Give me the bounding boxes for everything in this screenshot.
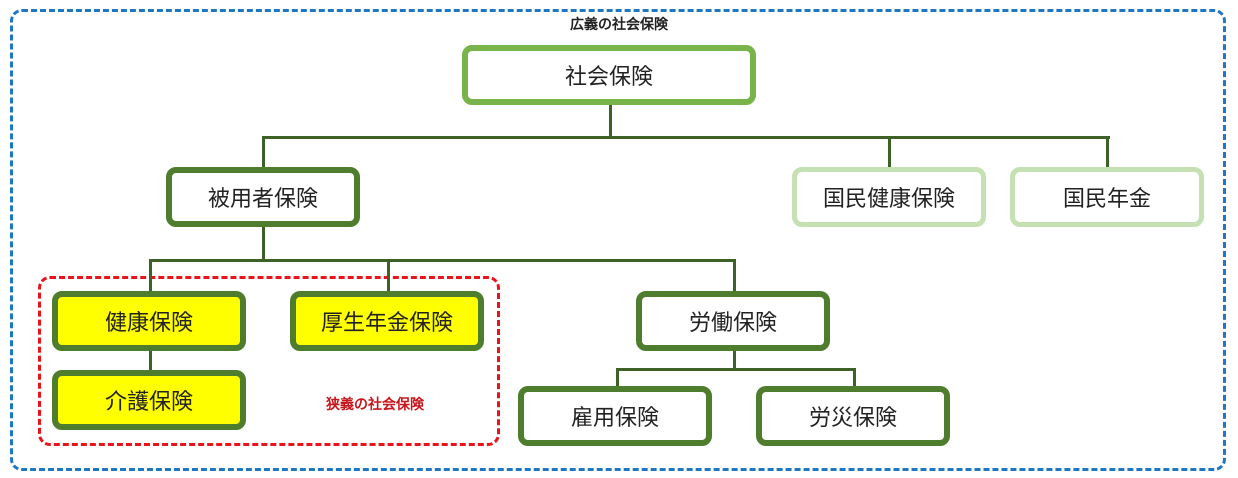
connector <box>1106 136 1109 170</box>
node-national-pension: 国民年金 <box>1010 167 1204 227</box>
node-workers-accident-insurance: 労災保険 <box>756 386 950 446</box>
connector <box>616 368 619 388</box>
connector <box>149 259 735 262</box>
node-health-insurance: 健康保険 <box>52 291 246 351</box>
connector <box>149 259 152 293</box>
broad-social-insurance-label: 広義の社会保険 <box>570 17 668 33</box>
connector <box>262 136 265 170</box>
connector <box>733 259 736 293</box>
node-social-insurance: 社会保険 <box>462 45 756 105</box>
connector <box>149 349 152 372</box>
node-employment-insurance: 雇用保険 <box>518 386 712 446</box>
connector <box>387 259 390 293</box>
connector <box>733 350 736 370</box>
connector <box>616 368 856 371</box>
narrow-social-insurance-label: 狭義の社会保険 <box>326 397 424 413</box>
narrow-social-insurance-frame <box>38 276 500 446</box>
connector <box>888 136 891 170</box>
node-national-health-insurance: 国民健康保険 <box>792 167 986 227</box>
connector <box>262 136 1110 139</box>
broad-social-insurance-frame <box>10 9 1226 471</box>
node-nursing-care-insurance: 介護保険 <box>52 370 246 430</box>
node-welfare-pension-insurance: 厚生年金保険 <box>290 291 484 351</box>
connector <box>262 226 265 261</box>
node-employee-insurance: 被用者保険 <box>166 167 360 227</box>
node-labor-insurance: 労働保険 <box>636 291 830 351</box>
connector <box>609 104 612 138</box>
connector <box>853 368 856 388</box>
